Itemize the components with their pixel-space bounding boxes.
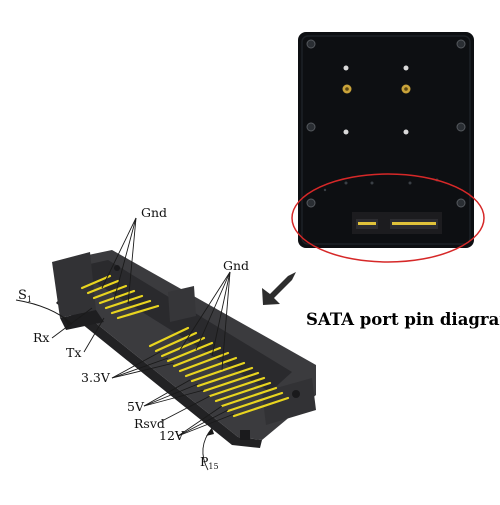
label-5v: 5V	[127, 399, 145, 414]
power-pins	[148, 326, 290, 418]
label-gnd-top: Gnd	[141, 205, 167, 220]
leader-arrowheads	[64, 318, 214, 436]
label-tx: Tx	[66, 345, 81, 360]
label-rx: Rx	[33, 330, 49, 345]
label-3v3: 3.3V	[81, 370, 111, 385]
label-12v: 12V	[159, 428, 185, 443]
pointer-arrow-icon	[262, 272, 296, 305]
board-sata-connector	[352, 212, 442, 234]
label-p15-sub: 15	[208, 462, 218, 471]
ssd-enclosure-board	[291, 32, 485, 263]
label-rsvd: Rsvd	[134, 416, 165, 431]
label-gnd-mid: Gnd	[223, 258, 249, 273]
data-pins	[80, 274, 160, 320]
label-s1-base: S	[18, 288, 27, 303]
label-p15-base: P	[200, 454, 208, 469]
highlight-ellipse	[291, 173, 485, 263]
label-p15: P15	[200, 454, 219, 471]
leader-lines	[15, 217, 235, 471]
diagram-caption: SATA port pin diagram	[306, 310, 500, 329]
label-s1-sub: 1	[27, 295, 32, 304]
label-s1: S1	[18, 288, 32, 304]
sata-connector-illustration	[52, 250, 316, 448]
